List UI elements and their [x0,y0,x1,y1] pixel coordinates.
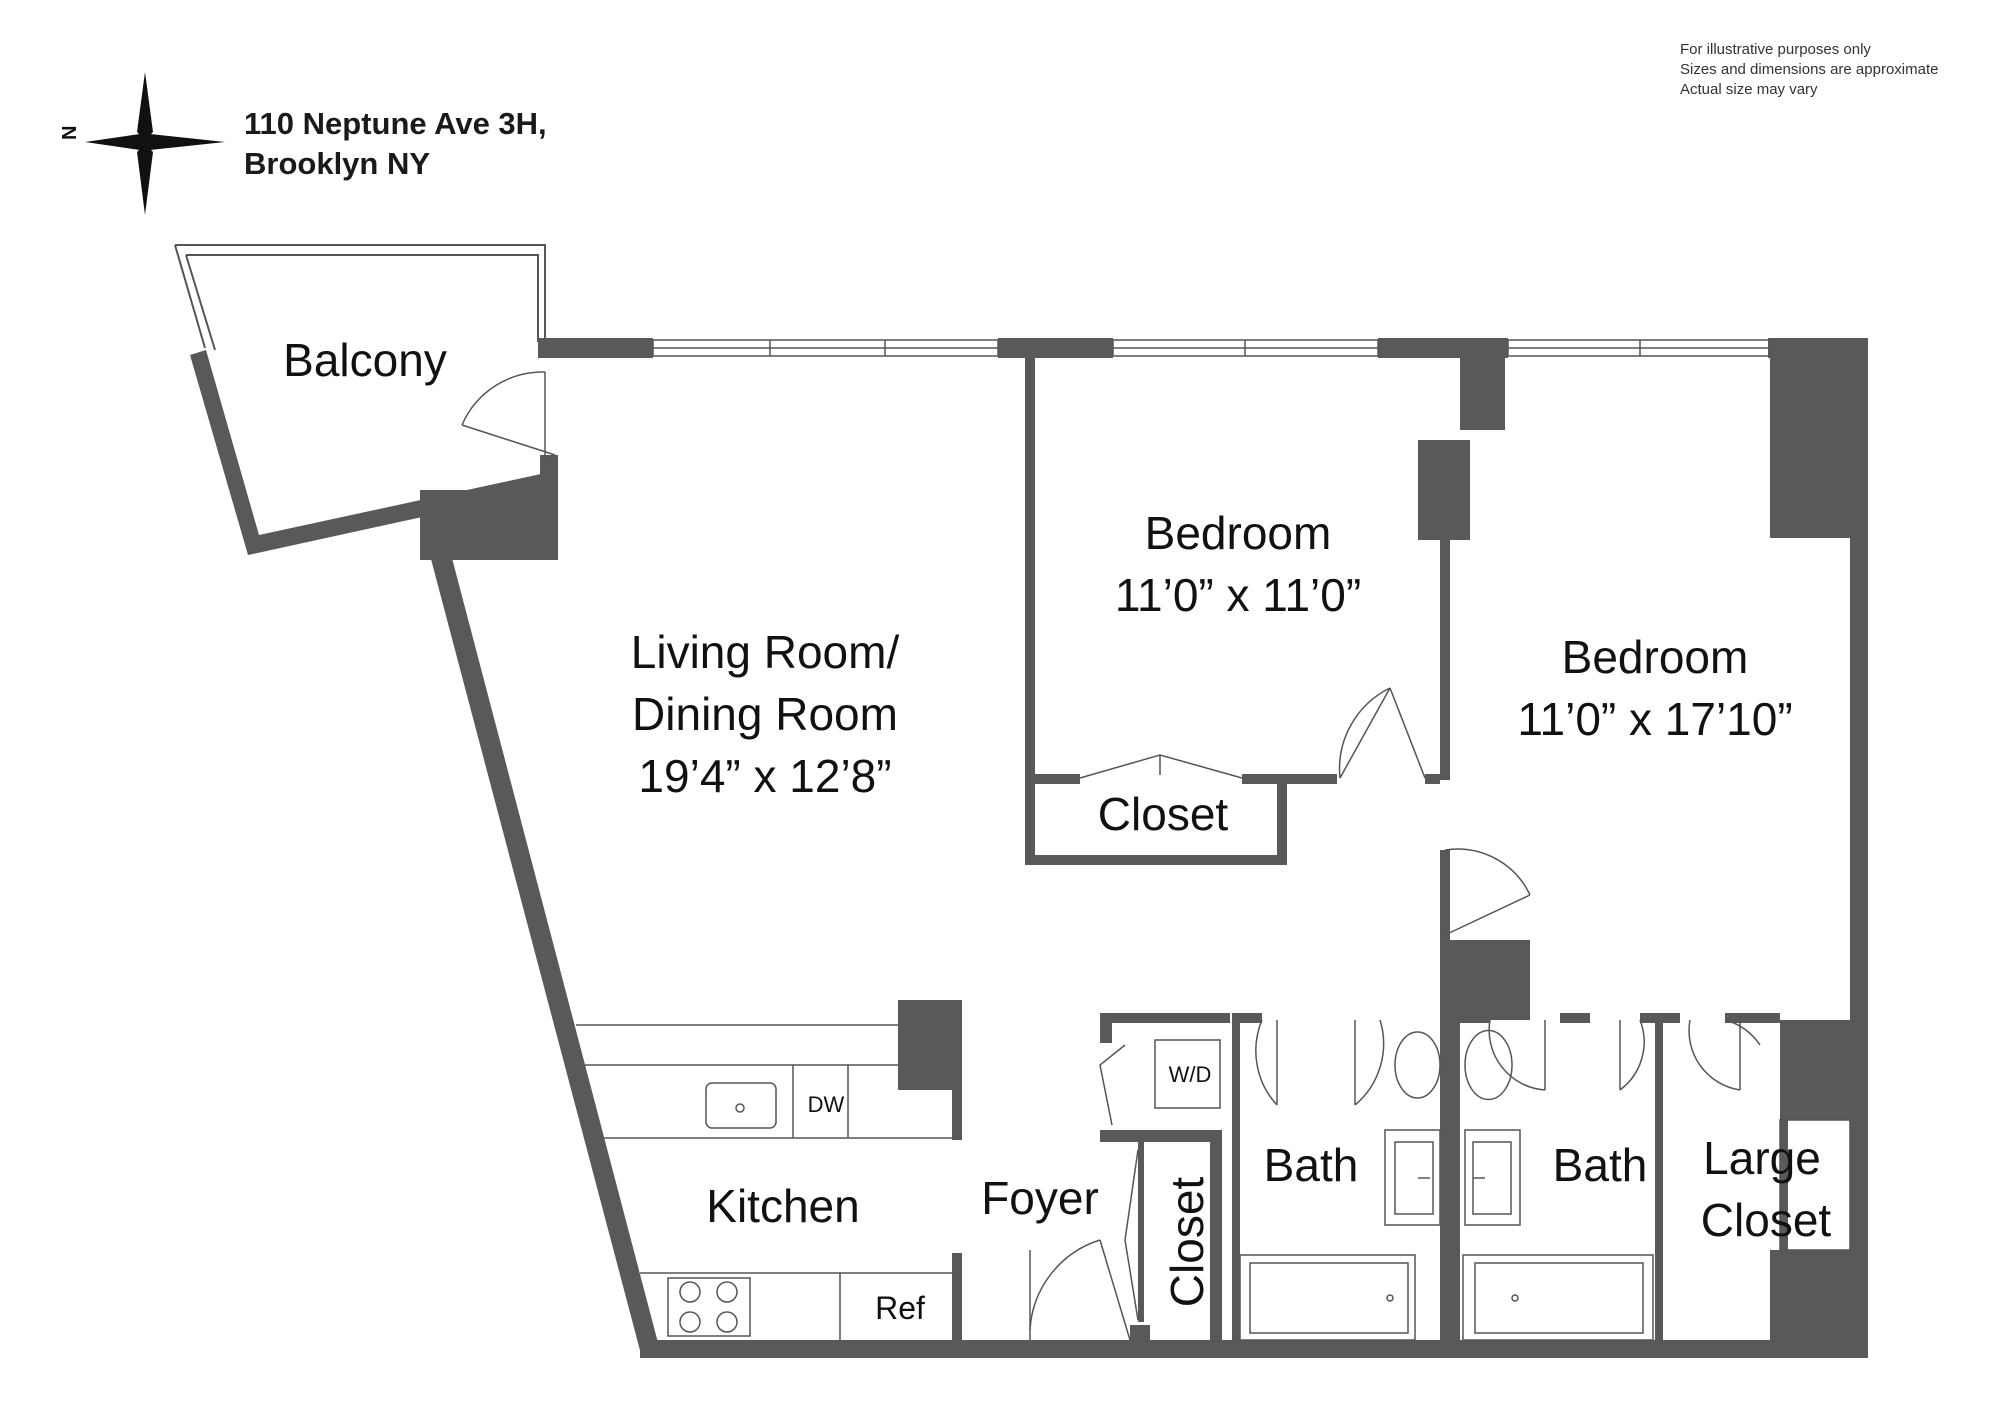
bath2-label: Bath [1552,1139,1648,1191]
address-line1: 110 Neptune Ave 3H, [244,106,547,141]
bath1-label: Bath [1263,1139,1359,1191]
exterior-walls [420,338,1868,1358]
bedroom2-label: Bedroom [1561,631,1749,683]
dishwasher-label: DW [807,1092,845,1117]
disclaimer-line: For illustrative purposes only [1680,41,1871,58]
address: 110 Neptune Ave 3H, Brooklyn NY [244,104,547,184]
bath-fixtures [1239,1029,1851,1341]
balcony-outline [174,244,546,351]
doors [461,371,1761,1341]
dining-room-label: Dining Room [632,688,898,740]
disclaimer-line: Actual size may vary [1680,81,1818,98]
address-line2: Brooklyn NY [244,146,431,181]
disclaimer: For illustrative purposes only Sizes and… [1680,40,1938,100]
foyer-label: Foyer [981,1172,1099,1224]
large-closet-label-line2: Closet [1700,1194,1832,1246]
balcony-label: Balcony [283,334,447,386]
kitchen-counters [576,1024,955,1340]
living-room-dims: 19’4” x 12’8” [638,750,892,802]
large-closet-label: Large [1703,1132,1821,1184]
foyer-closet-label: Closet [1161,1176,1213,1308]
bedroom1-label: Bedroom [1144,507,1332,559]
compass-icon: N [59,72,225,215]
windows [652,339,1771,357]
refrigerator-label: Ref [875,1290,925,1326]
disclaimer-line: Sizes and dimensions are approximate [1680,61,1939,78]
bedroom1-dims: 11’0” x 11’0” [1114,569,1362,621]
bedroom-closet-label: Closet [1097,788,1229,840]
kitchen-label: Kitchen [706,1180,860,1232]
compass-north-label: N [59,126,81,140]
interior-walls [898,355,1788,1358]
bedroom2-dims: 11’0” x 17’10” [1517,693,1793,745]
washer-dryer-label: W/D [1168,1062,1212,1087]
living-room-label: Living Room/ [630,626,900,678]
washer-dryer [1154,1039,1221,1109]
